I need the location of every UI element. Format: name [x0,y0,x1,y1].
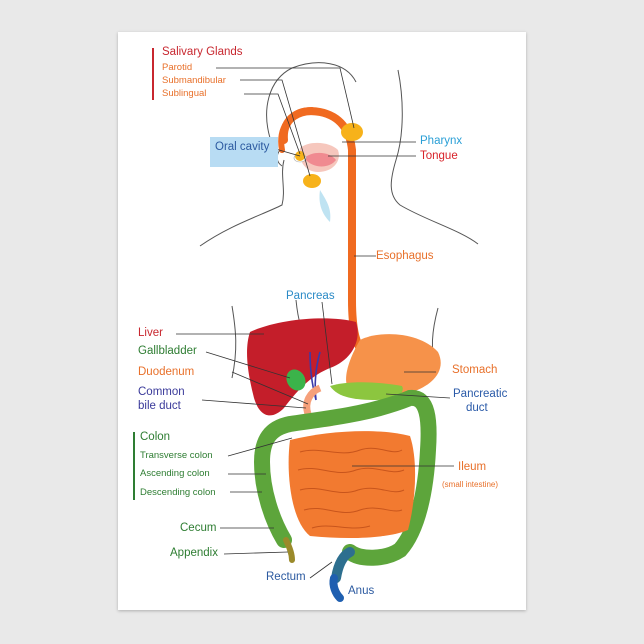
label-ascending-colon: Ascending colon [140,468,210,479]
gallbladder-shape [286,369,306,391]
label-transverse-colon: Transverse colon [140,450,213,461]
label-duodenum: Duodenum [138,366,195,378]
label-sublingual: Sublingual [162,88,207,99]
label-appendix: Appendix [170,547,218,559]
stomach-shape [346,334,441,397]
label-pancreatic: Pancreatic [453,388,508,400]
liver-shape [247,318,358,416]
salivary-bracket [152,48,154,100]
label-salivary-glands: Salivary Glands [162,46,243,58]
trachea-shape [319,190,331,222]
label-cecum: Cecum [180,522,217,534]
label-bile-duct: bile duct [138,400,181,412]
label-common: Common [138,386,185,398]
label-pharynx: Pharynx [420,135,463,147]
label-parotid: Parotid [162,62,193,73]
pancreas-shape [330,382,403,400]
parotid-gland [341,123,363,141]
label-stomach: Stomach [452,364,498,376]
label-submandibular: Submandibular [162,75,226,86]
bile-duct-shape [309,351,321,401]
label-ileum: Ileum [458,461,487,473]
label-small-intestine: (small intestine) [442,480,499,489]
label-anus: Anus [348,585,375,597]
label-oral-cavity: Oral cavity [215,141,270,153]
colon-bracket [133,432,135,500]
label-rectum: Rectum [266,571,306,583]
rectum-shape [331,547,355,583]
colon-shape [253,390,437,566]
label-descending-colon: Descending colon [140,487,216,498]
appendix-shape [283,537,295,563]
leader-lines [176,67,454,579]
oral-cavity-highlight [210,137,278,167]
label-gallbladder: Gallbladder [138,345,197,357]
label-tongue: Tongue [420,150,458,162]
small-intestine-folds [297,447,405,529]
label-pancreas: Pancreas [286,290,335,302]
label-pancreatic-duct: duct [466,402,488,414]
small-intestine-shape [288,431,416,538]
label-colon: Colon [140,431,171,443]
anus-shape [329,574,344,602]
nasal-passage [278,107,315,153]
label-liver: Liver [138,327,163,339]
submandibular-gland [303,174,321,188]
label-esophagus: Esophagus [376,250,434,262]
